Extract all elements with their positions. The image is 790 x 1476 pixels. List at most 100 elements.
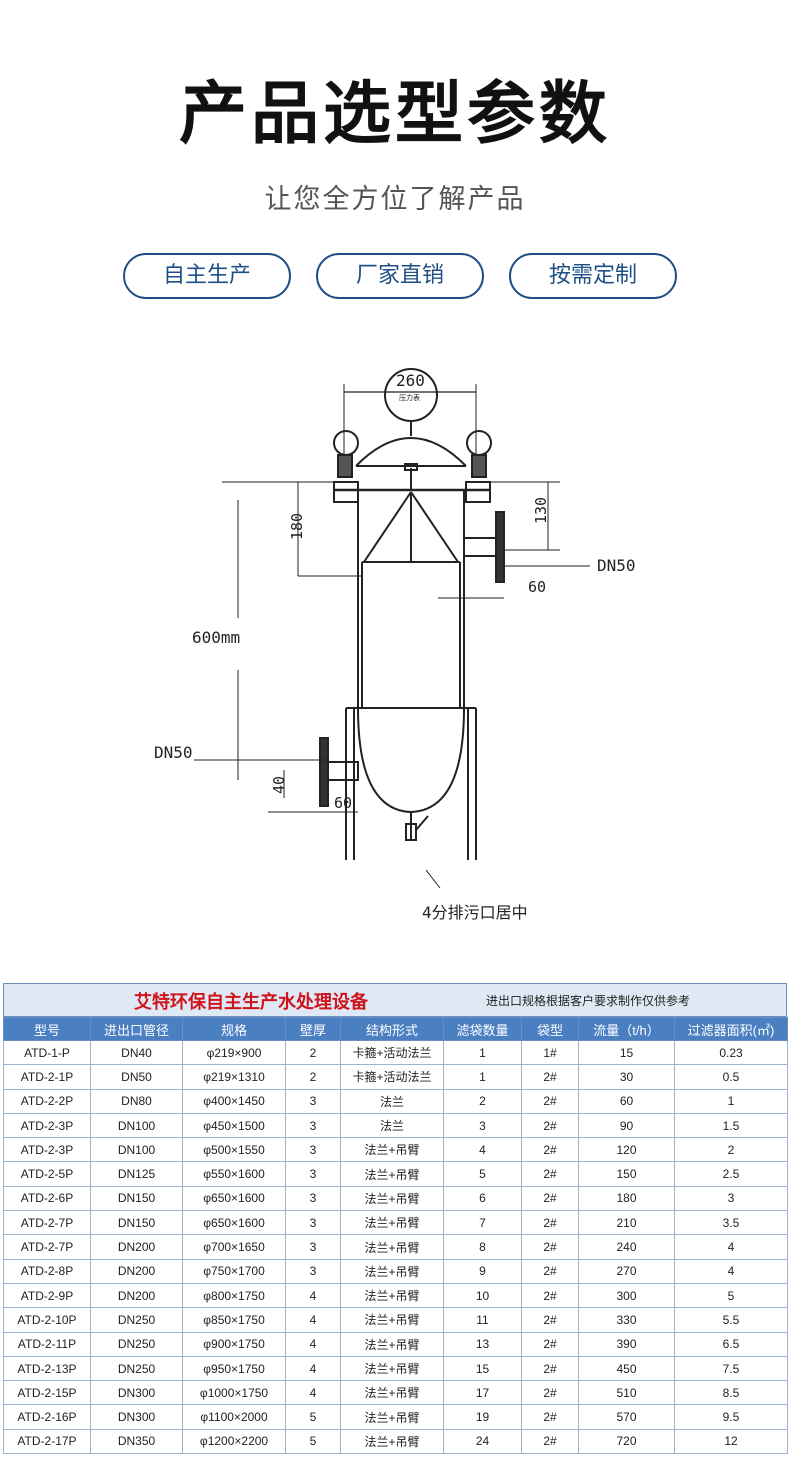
table-cell: 5	[285, 1428, 341, 1455]
table-cell: 4	[285, 1355, 341, 1382]
table-cell: 1	[443, 1064, 522, 1090]
table-cell: 7	[443, 1210, 522, 1236]
filter-housing-diagram: 260 压力表 180 130 DN50 60 600mm DN50 40 60…	[154, 368, 636, 922]
column-header: 壁厚	[285, 1017, 341, 1041]
table-cell: 2#	[521, 1234, 579, 1260]
table-cell: 2#	[521, 1112, 579, 1139]
table-cell: 法兰	[340, 1088, 444, 1114]
table-cell: ATD-2-3P	[3, 1112, 91, 1139]
table-cell: 法兰+吊臂	[340, 1307, 444, 1333]
table-cell: 法兰+吊臂	[340, 1258, 444, 1284]
pill-custom-made: 按需定制	[509, 253, 677, 299]
table-cell: 300	[578, 1282, 675, 1309]
table-cell: 法兰+吊臂	[340, 1331, 444, 1357]
table-cell: 9.5	[674, 1404, 788, 1430]
table-cell: 2#	[521, 1088, 579, 1114]
table-cell: 720	[578, 1428, 675, 1455]
table-cell: 17	[443, 1380, 522, 1406]
table-cell: DN250	[90, 1331, 183, 1357]
dim-260-label: 260	[396, 371, 425, 390]
table-cell: DN350	[90, 1428, 183, 1455]
table-cell: 24	[443, 1428, 522, 1455]
column-header: 流量（t/h）	[578, 1017, 675, 1041]
table-cell: ATD-2-6P	[3, 1185, 91, 1212]
spec-table-title: 艾特环保自主生产水处理设备	[134, 992, 368, 1013]
table-cell: 2#	[521, 1331, 579, 1357]
table-cell: φ1000×1750	[182, 1380, 286, 1406]
pill-factory-direct: 厂家直销	[316, 253, 484, 299]
table-cell: 450	[578, 1355, 675, 1382]
table-cell: 3	[443, 1112, 522, 1139]
table-cell: 2#	[521, 1161, 579, 1187]
table-cell: 8.5	[674, 1380, 788, 1406]
table-cell: 法兰+吊臂	[340, 1210, 444, 1236]
table-cell: 法兰+吊臂	[340, 1355, 444, 1382]
table-cell: 法兰+吊臂	[340, 1137, 444, 1163]
table-cell: DN300	[90, 1404, 183, 1430]
table-cell: 3	[285, 1112, 341, 1139]
table-cell: 法兰+吊臂	[340, 1161, 444, 1187]
table-cell: DN100	[90, 1137, 183, 1163]
table-cell: 6.5	[674, 1331, 788, 1357]
table-cell: 2.5	[674, 1161, 788, 1187]
table-cell: DN125	[90, 1161, 183, 1187]
dim-130-label: 130	[532, 497, 550, 524]
table-cell: ATD-2-2P	[3, 1088, 91, 1114]
column-header: 进出口管径	[90, 1017, 183, 1041]
table-cell: 6	[443, 1185, 522, 1212]
table-cell: φ550×1600	[182, 1161, 286, 1187]
table-cell: 1	[443, 1039, 522, 1066]
table-cell: 卡箍+活动法兰	[340, 1039, 444, 1066]
table-cell: ATD-2-3P	[3, 1137, 91, 1163]
table-cell: 570	[578, 1404, 675, 1430]
table-cell: 法兰+吊臂	[340, 1282, 444, 1309]
table-cell: 12	[674, 1428, 788, 1455]
table-cell: 4	[443, 1137, 522, 1163]
spec-table-header: 艾特环保自主生产水处理设备 进出口规格根据客户要求制作仅供参考	[3, 983, 787, 1017]
dn50-left-label: DN50	[154, 743, 193, 762]
table-cell: 3	[285, 1185, 341, 1212]
table-cell: 3	[674, 1185, 788, 1212]
table-cell: 7.5	[674, 1355, 788, 1382]
table-cell: 5	[443, 1161, 522, 1187]
table-cell: ATD-2-7P	[3, 1210, 91, 1236]
table-cell: φ219×900	[182, 1039, 286, 1066]
table-cell: 180	[578, 1185, 675, 1212]
table-cell: 90	[578, 1112, 675, 1139]
table-cell: 15	[578, 1039, 675, 1066]
table-cell: DN100	[90, 1112, 183, 1139]
table-cell: 30	[578, 1064, 675, 1090]
table-cell: 2#	[521, 1355, 579, 1382]
gauge-label: 压力表	[399, 393, 420, 402]
dn50-right-label: DN50	[597, 556, 636, 575]
table-cell: 210	[578, 1210, 675, 1236]
table-cell: DN200	[90, 1282, 183, 1309]
table-cell: DN40	[90, 1039, 183, 1066]
page-subtitle: 让您全方位了解产品	[264, 184, 526, 215]
table-cell: ATD-2-5P	[3, 1161, 91, 1187]
table-cell: 2#	[521, 1404, 579, 1430]
table-cell: 1.5	[674, 1112, 788, 1139]
table-cell: 3	[285, 1258, 341, 1284]
table-cell: 270	[578, 1258, 675, 1284]
table-cell: 法兰+吊臂	[340, 1404, 444, 1430]
table-cell: DN80	[90, 1088, 183, 1114]
table-cell: ATD-2-13P	[3, 1355, 91, 1382]
table-cell: 19	[443, 1404, 522, 1430]
dim-180-label: 180	[288, 513, 306, 540]
column-header: 过滤器面积(㎡)	[674, 1017, 788, 1041]
table-cell: 3	[285, 1161, 341, 1187]
table-cell: 60	[578, 1088, 675, 1114]
table-cell: 10	[443, 1282, 522, 1309]
table-cell: 2#	[521, 1428, 579, 1455]
table-cell: 法兰+吊臂	[340, 1380, 444, 1406]
